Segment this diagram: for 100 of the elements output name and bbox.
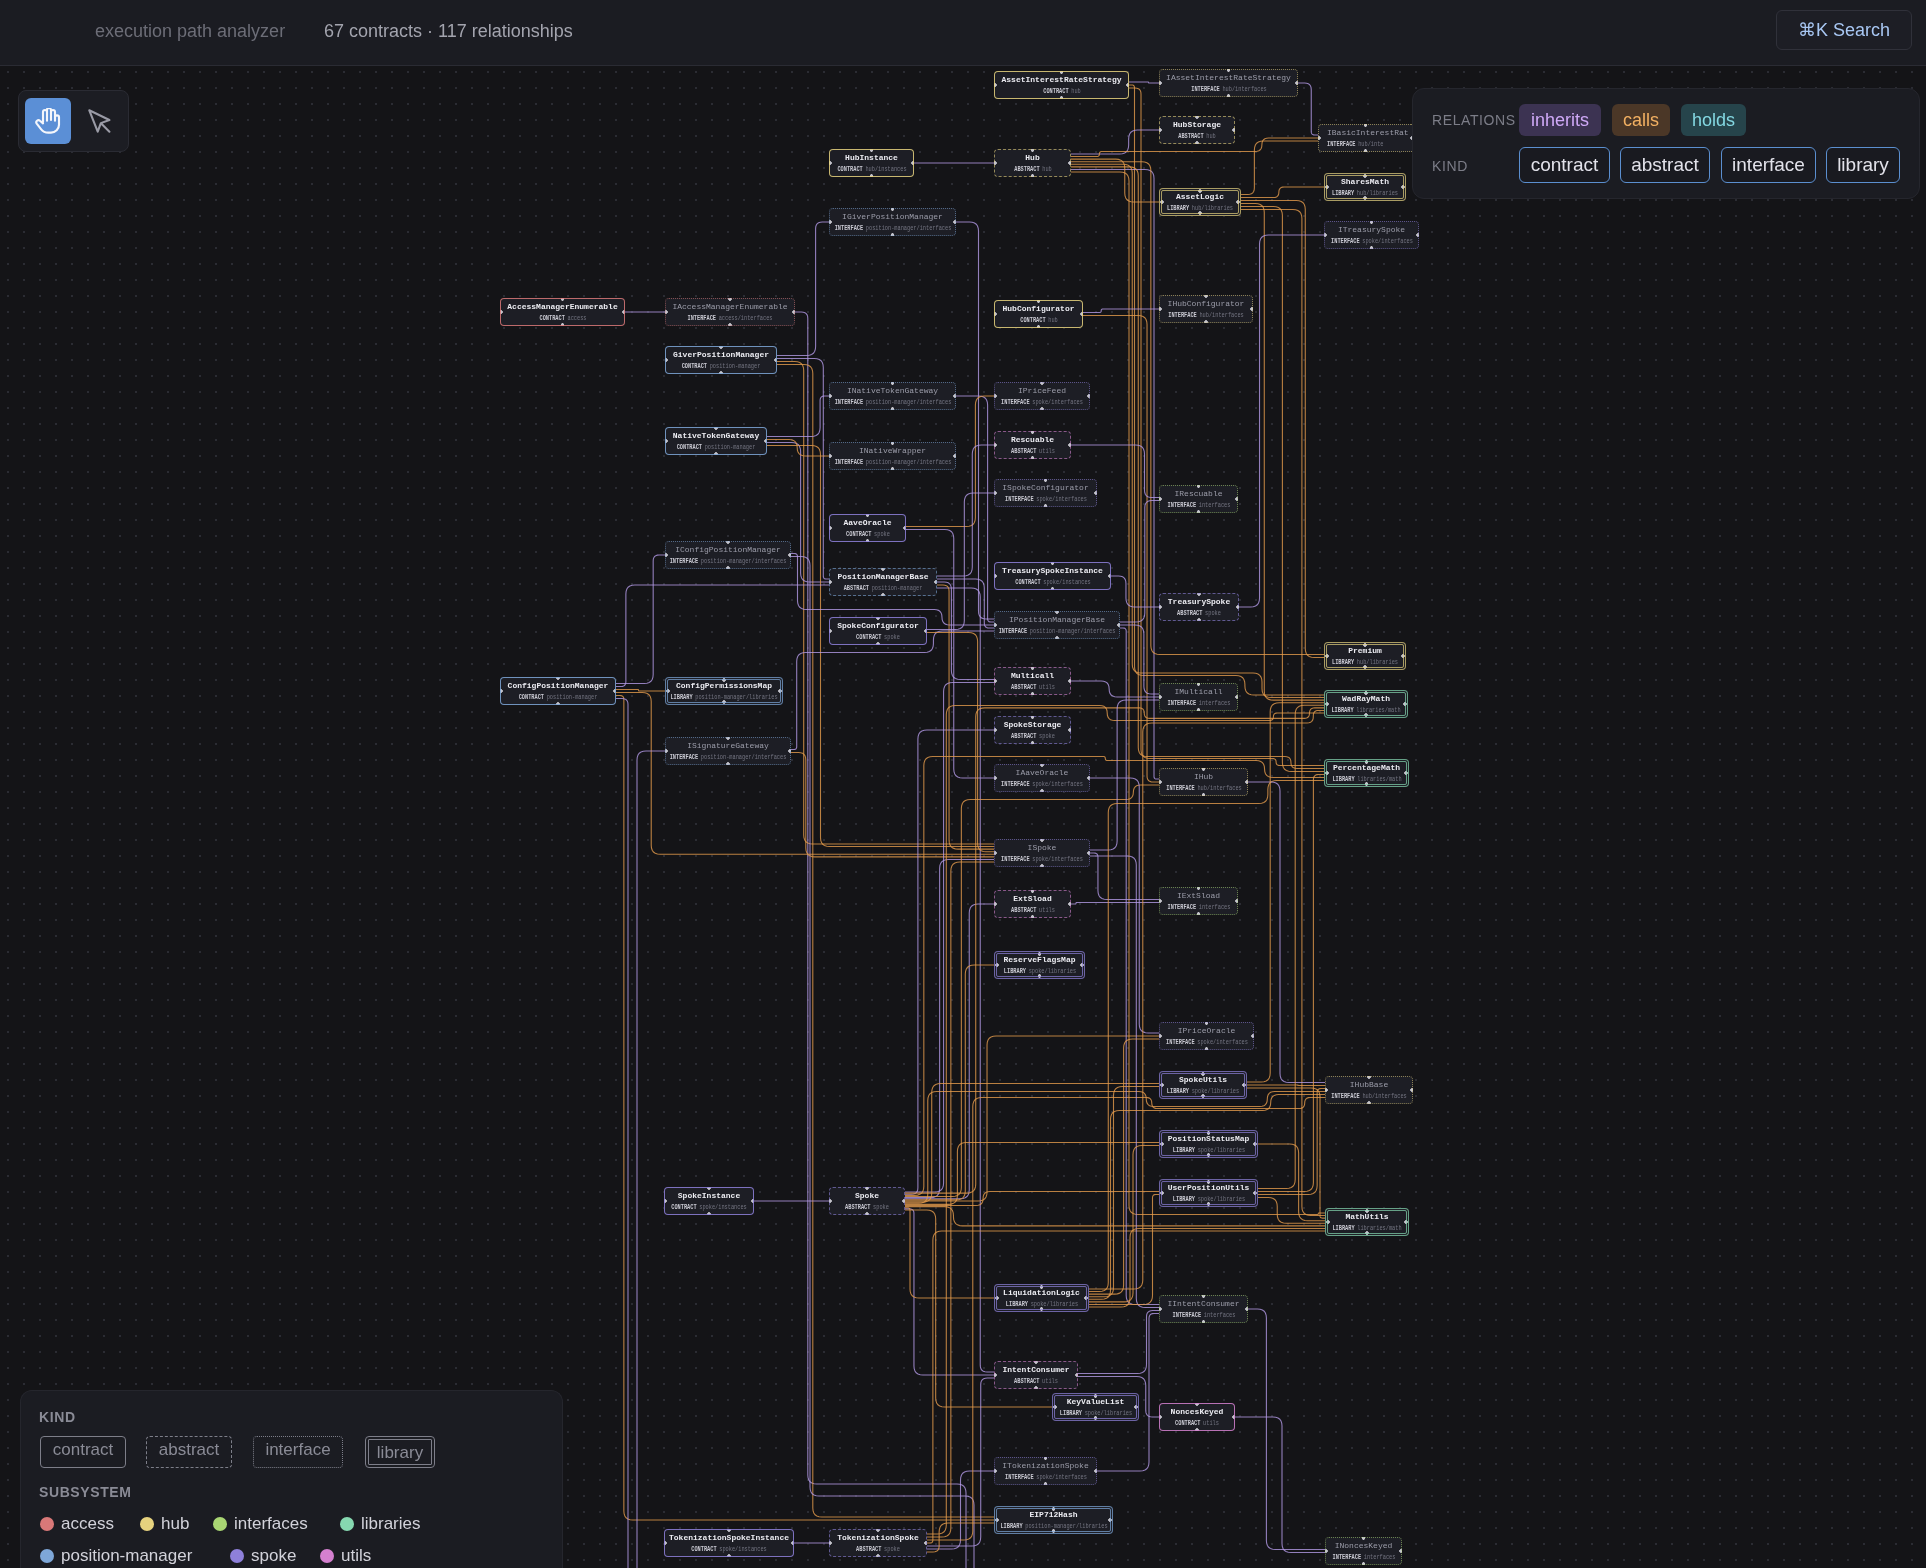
- node-path: spoke: [1038, 731, 1055, 740]
- connector-line: [766, 441, 830, 583]
- connector-line: [1077, 1309, 1160, 1375]
- node-kind-tag: ABSTRACT: [1010, 731, 1036, 740]
- node-kind-tag: ABSTRACT: [1177, 608, 1203, 617]
- node-path: hub: [1070, 86, 1081, 95]
- connector-line: [1070, 444, 1160, 499]
- connector-line: [913, 162, 995, 164]
- legend-label: spoke: [251, 1546, 297, 1566]
- connector-line: [905, 528, 995, 779]
- node-title: KeyValueList: [1066, 1397, 1125, 1406]
- relation-filter-button: calls: [1612, 104, 1670, 136]
- library-node: [1324, 173, 1406, 201]
- node-title: IHubConfigurator: [1167, 299, 1245, 308]
- interface-node: [829, 208, 956, 236]
- abstract-node: [1159, 593, 1239, 621]
- connector-line: [1070, 901, 1160, 905]
- connector-line: [615, 694, 995, 1521]
- connector-line: [926, 1470, 995, 1550]
- connector-line: [636, 750, 666, 1568]
- node-kind-tag: INTERFACE: [998, 626, 1028, 635]
- connector-line: [1070, 129, 1160, 155]
- connector-line: [766, 395, 830, 438]
- node-title: SharesMath: [1341, 177, 1389, 186]
- connector-line: [766, 438, 830, 457]
- node-kind-tag: CONTRACT: [671, 1202, 697, 1211]
- node-kind-tag: LIBRARY: [1172, 1194, 1195, 1203]
- node-title: IGiverPositionManager: [842, 212, 943, 221]
- node-kind-tag: LIBRARY: [670, 692, 693, 701]
- connector-line: [1297, 82, 1319, 136]
- library-node: [1159, 1179, 1258, 1207]
- node-kind-tag: CONTRACT: [1019, 315, 1046, 324]
- node-path: hub: [1041, 164, 1052, 173]
- node-path: interfaces: [1203, 1310, 1235, 1319]
- connector-line: [936, 581, 995, 681]
- connector-line: [615, 584, 830, 688]
- connector-line: [793, 1542, 830, 1544]
- interface-node: [994, 479, 1097, 507]
- connector-line: [926, 1377, 995, 1547]
- node-kind-tag: INTERFACE: [1001, 854, 1030, 863]
- interface-node: [829, 382, 956, 410]
- connector-line: [1070, 158, 1160, 203]
- node-kind-tag: INTERFACE: [1167, 902, 1196, 911]
- node-path: position-manager/interfaces: [865, 223, 951, 232]
- connector-line: [955, 395, 995, 623]
- node-title: INativeTokenGateway: [846, 386, 939, 395]
- node-title: ITokenizationSpoke: [1002, 1461, 1089, 1470]
- node-title: SpokeUtils: [1179, 1075, 1227, 1084]
- node-path: hub/instances: [864, 164, 907, 173]
- node-title: AssetLogic: [1176, 192, 1224, 201]
- connector-line: [904, 1206, 1326, 1227]
- connector-line: [1257, 1143, 1326, 1222]
- connector-line: [1088, 1093, 1326, 1300]
- connector-line: [904, 1082, 1160, 1203]
- node-kind-tag: LIBRARY: [1331, 705, 1354, 714]
- node-path: spoke/libraries: [1028, 966, 1076, 975]
- connector-line: [904, 1209, 1053, 1408]
- connector-line: [1246, 1087, 1326, 1219]
- connector-line: [790, 751, 995, 858]
- node-kind-tag: INTERFACE: [834, 457, 863, 466]
- node-title: NativeTokenGateway: [672, 431, 760, 440]
- node-kind-tag: ABSTRACT: [843, 583, 869, 592]
- kind-legend-sample: abstract: [146, 1436, 232, 1468]
- node-path: interfaces: [1198, 500, 1230, 509]
- node-title: IPositionManagerBase: [1009, 615, 1105, 624]
- node-path: hub/interfaces: [1362, 1091, 1407, 1100]
- node-path: position-manager/interfaces: [700, 556, 787, 565]
- node-path: spoke/instances: [1042, 577, 1091, 586]
- node-title: SpokeInstance: [677, 1191, 741, 1200]
- connector-line: [1088, 1038, 1160, 1295]
- library-node: [1159, 1130, 1258, 1158]
- interface-node: [1159, 295, 1253, 323]
- contract-node: [1159, 1403, 1235, 1431]
- connector-line: [615, 554, 666, 685]
- node-path: spoke: [1205, 608, 1221, 617]
- node-title: Premium: [1348, 646, 1382, 655]
- connector-line: [790, 552, 995, 626]
- interface-node: [1159, 768, 1248, 796]
- graph-stats: 67 contracts · 117 relationships: [324, 20, 573, 42]
- node-path: hub/interfaces: [1221, 84, 1267, 93]
- connector-line: [790, 555, 975, 1568]
- node-title: IIntentConsumer: [1167, 1299, 1240, 1308]
- interface-node: [1318, 124, 1412, 152]
- library-node: [1052, 1393, 1139, 1421]
- connector-line: [926, 861, 995, 1538]
- node-kind-tag: ABSTRACT: [1010, 682, 1036, 691]
- node-title: Spoke: [855, 1191, 879, 1200]
- node-path: position-manager/libraries: [695, 692, 778, 701]
- connector-line: [904, 1207, 995, 1299]
- connector-line: [1240, 208, 1326, 1217]
- node-path: hub/interfaces: [1199, 310, 1244, 319]
- node-path: access: [567, 313, 586, 322]
- node-title: ITreasurySpoke: [1337, 225, 1406, 234]
- node-path: position-manager: [871, 583, 923, 592]
- node-title: ReserveFlagsMap: [1003, 955, 1076, 964]
- node-title: TreasurySpoke: [1167, 597, 1231, 606]
- connector-line: [1257, 1196, 1326, 1224]
- connector-line: [1070, 171, 1326, 1216]
- node-title: Hub: [1025, 153, 1040, 162]
- node-kind-tag: LIBRARY: [1332, 1223, 1355, 1232]
